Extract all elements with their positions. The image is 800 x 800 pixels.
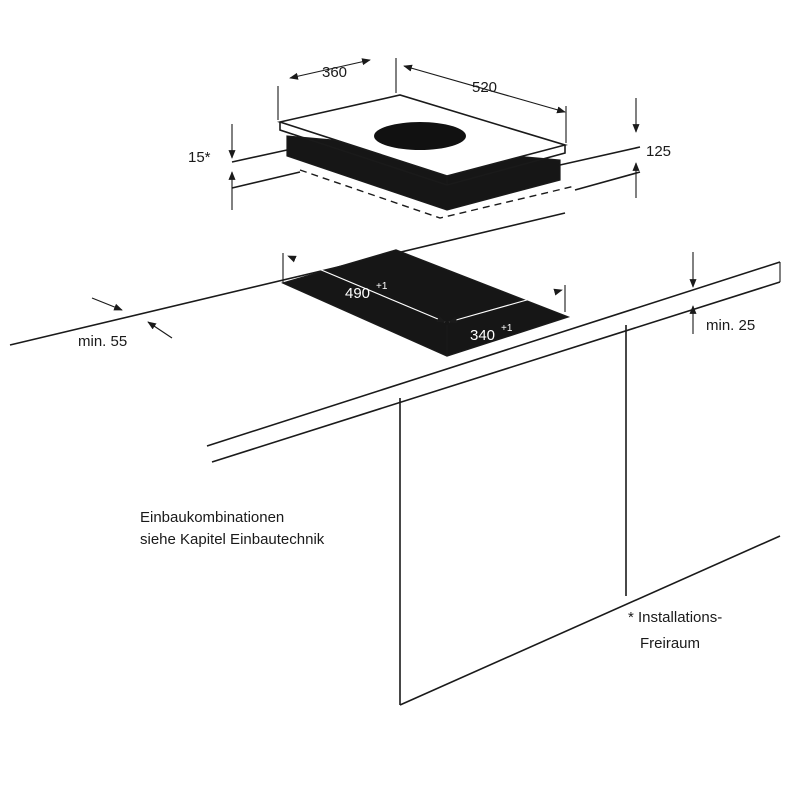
base-cabinet xyxy=(399,325,781,706)
label-hob-depth: 360 xyxy=(322,64,347,81)
dim-hob-height: 125 xyxy=(632,98,671,198)
label-cutout-depth-tolerance: +1 xyxy=(501,323,513,334)
label-min-front-distance: min. 55 xyxy=(78,333,127,350)
dim-min-worktop-thickness: min. 25 xyxy=(689,252,755,334)
label-cutout-depth: 340 xyxy=(470,327,495,344)
note-footnote-line2: Freiraum xyxy=(640,635,700,652)
note-combinations-line1: Einbaukombinationen xyxy=(140,509,284,526)
dim-min-front-distance: min. 55 xyxy=(78,297,173,350)
cooking-zone xyxy=(374,122,466,150)
worktop-cutout: 490 +1 340 +1 xyxy=(280,249,571,357)
dim-hob-depth: 360 xyxy=(277,58,397,120)
label-cutout-width: 490 xyxy=(345,285,370,302)
hob-hidden-edge xyxy=(299,169,576,219)
label-min-worktop-thickness: min. 25 xyxy=(706,317,755,334)
label-hob-height: 125 xyxy=(646,143,671,160)
label-cutout-width-tolerance: +1 xyxy=(376,281,388,292)
label-installation-gap: 15* xyxy=(188,149,211,166)
note-footnote-line1: * Installations- xyxy=(628,609,722,626)
note-combinations-line2: siehe Kapitel Einbautechnik xyxy=(140,531,325,548)
dim-hob-width: 520 xyxy=(403,64,567,143)
dim-installation-gap: 15* xyxy=(188,124,236,210)
hob-unit xyxy=(231,94,641,219)
cutout-opening xyxy=(280,249,571,357)
label-hob-width: 520 xyxy=(472,79,497,96)
